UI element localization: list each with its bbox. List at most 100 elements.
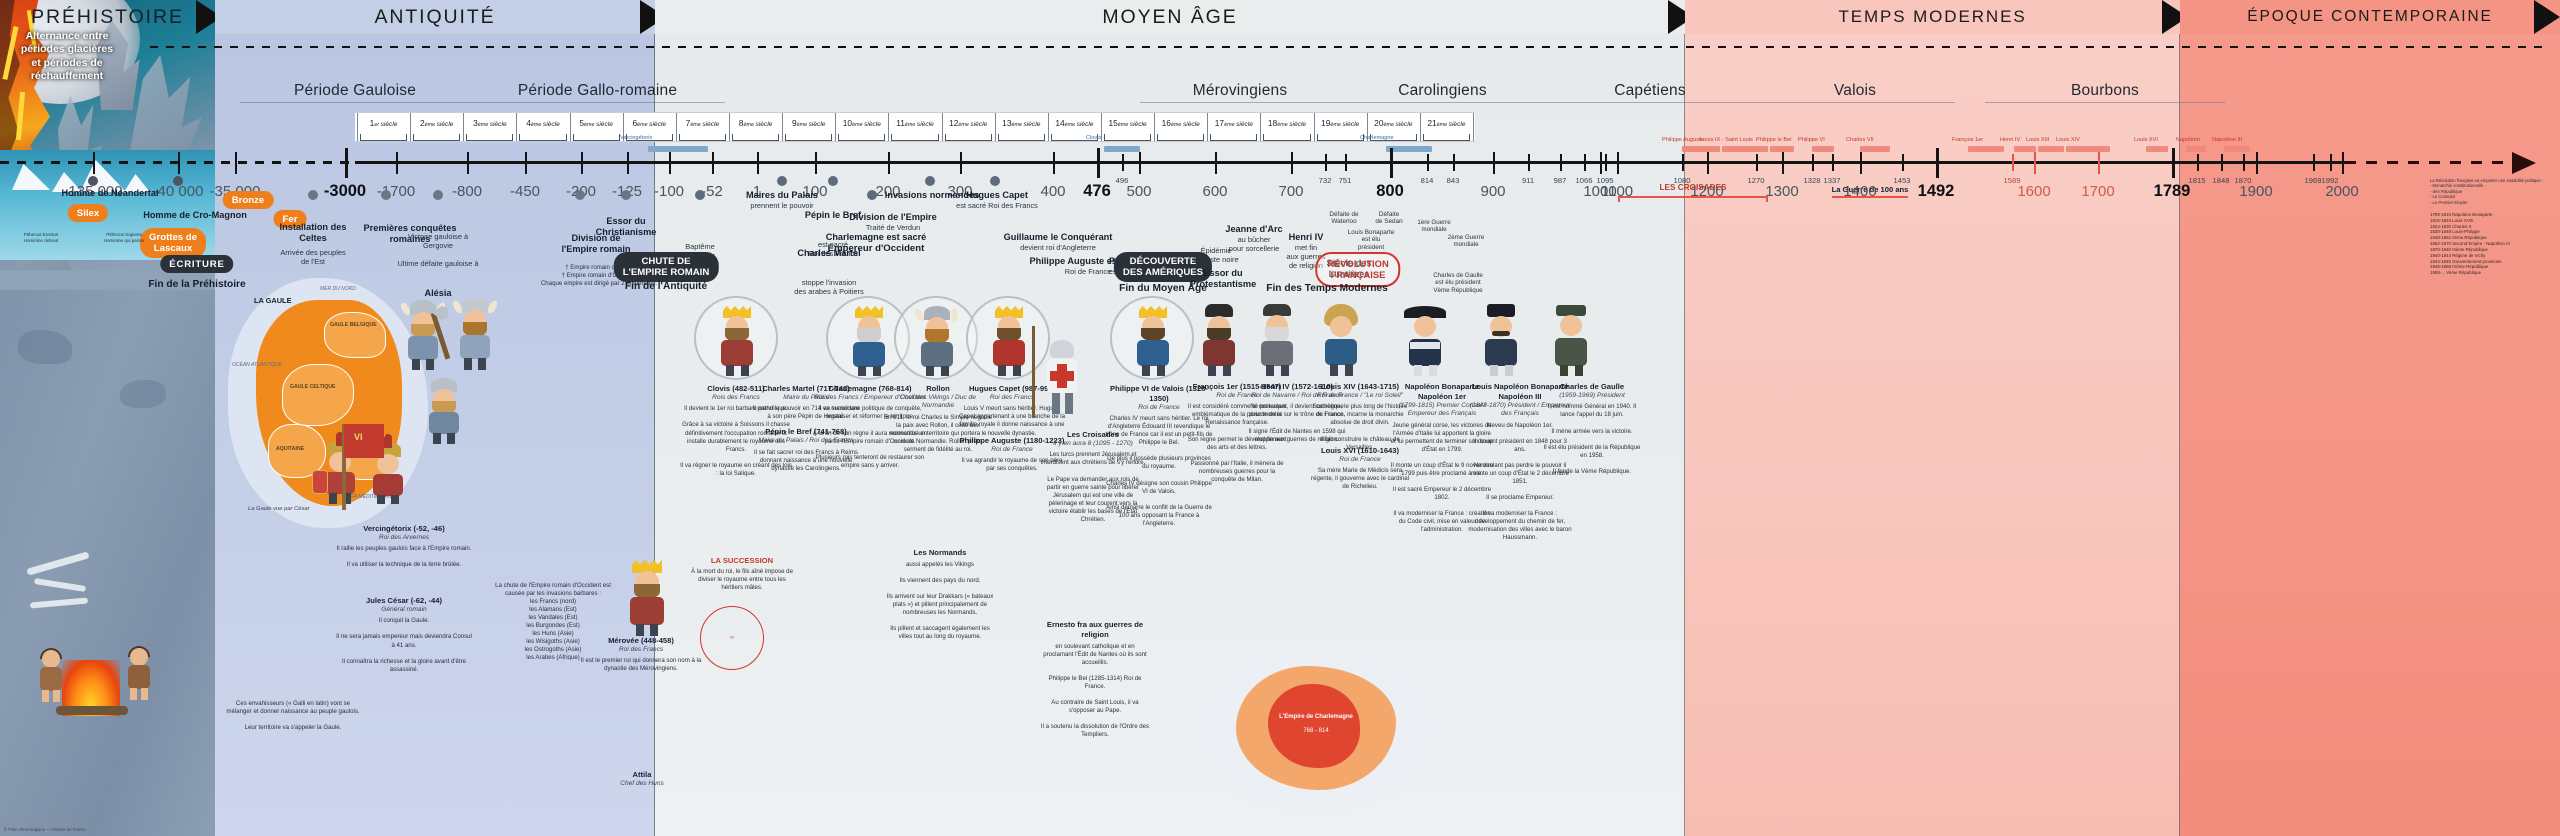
king-label: Philippe Auguste (1180-1223) — [959, 436, 1065, 445]
axis-date-1700: 1700 — [2081, 183, 2115, 200]
century-bracket-6 — [625, 134, 673, 141]
marker-gergovie[interactable] — [433, 190, 443, 200]
century-tick-2 — [410, 113, 412, 141]
note-sub: Roi des Arvernes — [378, 533, 430, 541]
axis-tick-700 — [1291, 152, 1294, 174]
king-sub: Maire du Palais — [783, 393, 829, 401]
king-sub: Roi des Francs — [989, 393, 1035, 401]
era-divider-4 — [2179, 0, 2181, 836]
badge-grottes-lascaux[interactable]: Grottes de Lascaux — [140, 228, 206, 258]
top-hat-icon — [1487, 304, 1515, 317]
badge-decouverte-ameriques[interactable]: DÉCOUVERTE DES AMÉRIQUES — [1113, 252, 1213, 282]
event-sub: Roi de France — [1064, 267, 1112, 277]
king-label: Napoléon Bonaparte Napoléon 1er — [1404, 382, 1480, 401]
marker-division-empire[interactable] — [575, 190, 585, 200]
croisades-bracket — [1618, 196, 1768, 199]
badge-ecriture[interactable]: ÉCRITURE — [160, 255, 234, 273]
reign-ribbon-label-2: Charlemagne — [1360, 135, 1394, 141]
marker-pepin-le-bref[interactable] — [828, 176, 838, 186]
axis-date-1815: 1815 — [2188, 176, 2206, 185]
century-bracket-21 — [1422, 134, 1470, 141]
note-body: Il conquit la Gaule. Il ne sera jamais e… — [336, 617, 472, 673]
era-title-antiquite: ANTIQUITÉ — [215, 0, 655, 34]
marker-invasions-normandes[interactable] — [925, 176, 935, 186]
empire-map-title: L'Empire de Charlemagne — [1279, 714, 1353, 720]
king-body: En 911, le roi Charles le Simple négocie… — [884, 413, 992, 454]
marker-conquetes-romaines[interactable] — [381, 190, 391, 200]
subperiod-rule-3 — [1340, 102, 1545, 103]
era-title-temps-modernes: TEMPS MODERNES — [1685, 0, 2180, 34]
croisades-label: LES CROISADES — [1659, 183, 1727, 192]
subperiod-label-1: Période Gallo-romaine — [517, 82, 678, 99]
axis-tick-1969 — [2313, 154, 2315, 171]
badge-revolution-francaise[interactable]: RÉVOLUTION FRANÇAISE — [1315, 252, 1401, 287]
banner-pole — [342, 424, 346, 510]
empire-charlemagne-map: L'Empire de Charlemagne 768 - 814 — [1190, 640, 1440, 815]
axis-tick-1848 — [2221, 154, 2223, 171]
axis-tick-500 — [1139, 152, 1142, 174]
marker-celtes[interactable] — [308, 190, 318, 200]
marker-charlemagne-sacre[interactable] — [867, 190, 877, 200]
marker-neandertal[interactable] — [88, 176, 98, 186]
marker-maires-palais[interactable] — [777, 176, 787, 186]
axis-tick-800 — [1390, 148, 1394, 178]
cross-icon-horiz — [1050, 371, 1074, 381]
century-bracket-12 — [944, 134, 992, 141]
note-clovis: Clovis (482-511) Rois des Francs Il devi… — [680, 384, 792, 478]
label-fin-moyen-age: Fin du Moyen Âge — [1119, 283, 1207, 294]
axis-tick-1200 — [1707, 152, 1710, 174]
banner-spqr-label: VI — [354, 432, 363, 442]
event-title: Henri IV — [1288, 232, 1324, 242]
king-sub: Roi de France — [991, 445, 1033, 453]
badge-silex[interactable]: Silex — [67, 204, 109, 222]
badge-bronze[interactable]: Bronze — [222, 191, 274, 209]
marker-hugues-capet[interactable] — [990, 176, 1000, 186]
event-arrivee-peuples-est: Arrivée des peuples de l'Est — [265, 228, 361, 285]
reign-ribbon-label-1: Clovis — [1086, 135, 1102, 141]
figure-francois-1er — [1196, 304, 1242, 376]
century-tick-1 — [357, 113, 358, 141]
note-gaule: Ces envahisseurs (« Galli en latin) vont… — [224, 700, 362, 732]
axis-date-900: 900 — [1480, 183, 1506, 200]
century-bracket-10 — [838, 134, 886, 141]
reign-ribbon-6 — [1812, 146, 1834, 152]
note-rollon: Rollon Chef des Vikings / Duc de Normand… — [884, 384, 992, 454]
event-sub: 1ère Guerre mondiale — [1417, 218, 1451, 234]
reign-ribbon-5 — [1770, 146, 1794, 152]
subperiod-rule-2 — [1140, 102, 1340, 103]
note-body: À la mort du roi, le fils aîné impose de… — [691, 567, 793, 591]
marker-cro-magnon[interactable] — [173, 176, 183, 186]
callout-glaciation: Alternance entre périodes glacières et p… — [20, 30, 114, 83]
axis-tick-1337 — [1832, 154, 1834, 171]
note-louis-xiv: Louis XIV (1643-1715) Roi de France / "L… — [1310, 382, 1410, 452]
event-seconde-guerre-mondiale: 2ème Guerre mondiale — [1433, 214, 1499, 268]
axis-tick--40000 — [178, 152, 181, 174]
firewood — [56, 706, 128, 715]
century-bracket-4 — [519, 134, 567, 141]
century-bracket-9 — [785, 134, 833, 141]
badge-chute-empire-romain[interactable]: CHUTE DE L'EMPIRE ROMAIN — [613, 252, 719, 282]
marker-christianisme[interactable] — [621, 190, 631, 200]
axis-date--450: -450 — [509, 183, 541, 200]
axis-tick-1700 — [2098, 152, 2101, 174]
note-invasions-barbares: La chute de l'Empire romain d'Occident e… — [488, 582, 618, 662]
badge-fer[interactable]: Fer — [273, 210, 307, 228]
note-croisades: Les Croisades Il y en aura 8 (1095 - 127… — [1040, 430, 1146, 524]
event-pepin-le-bref: Pépin le Bref est sacré Roi des Francs — [791, 190, 875, 278]
axis-date-1453: 1453 — [1893, 176, 1911, 185]
axis-date-496: 496 — [1115, 176, 1129, 185]
century-tick-21 — [1419, 113, 1421, 141]
marker-bapteme-clovis[interactable] — [695, 190, 705, 200]
century-tick-11 — [888, 113, 890, 141]
axis-date-1270: 1270 — [1747, 176, 1765, 185]
axis-tick-1400 — [1860, 152, 1863, 174]
king-label: Henri IV (1572-1610) — [1260, 382, 1334, 391]
axis-date-1600: 1600 — [2017, 183, 2051, 200]
note-succession-circle: ∞ — [700, 606, 764, 670]
axis-date-1: 1 — [752, 183, 762, 200]
king-body: Il devient le 1er roi barbare catholique… — [680, 405, 792, 477]
